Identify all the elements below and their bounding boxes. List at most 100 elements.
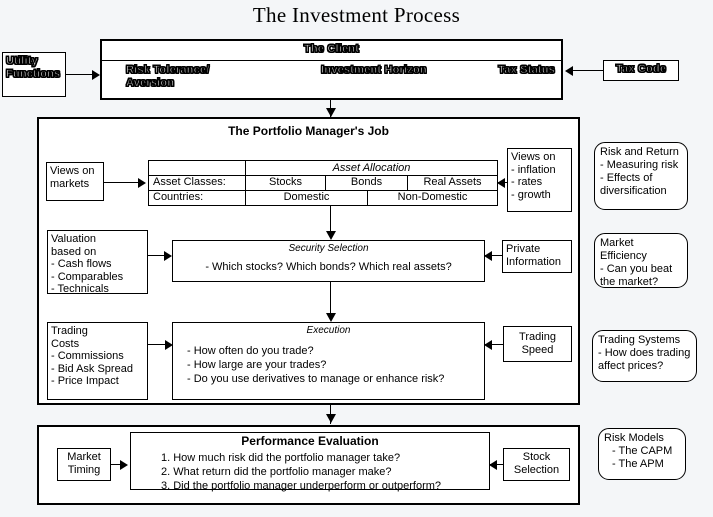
- tax-code-box[interactable]: Tax Code: [603, 60, 679, 81]
- side-topic-2-line-1: - How does trading: [598, 347, 691, 359]
- aa-vline-stocks-bonds: [325, 175, 326, 190]
- arrow-stock-to-performance: [489, 460, 497, 470]
- utility-functions-line1: Utility: [6, 55, 39, 68]
- side-topic-risk-models[interactable]: Risk Models - The CAPM - The APM: [598, 428, 686, 480]
- stock-selection-line-1: Stock: [522, 451, 551, 463]
- aa-vline-dom-nondom: [367, 190, 368, 205]
- client-risk-tolerance-line2: Aversion: [126, 76, 175, 89]
- client-heading: The Client: [303, 43, 360, 56]
- aa-row-1-cell-1: Stocks: [268, 176, 302, 188]
- tax-code-label: Tax Code: [615, 63, 667, 76]
- connector-taxcode-to-client: [572, 70, 604, 71]
- connector-views-to-aa: [104, 182, 138, 183]
- arrow-taxcode-to-client: [565, 66, 573, 76]
- arrow-security-to-execution: [326, 313, 336, 322]
- arrow-utility-to-client: [92, 70, 100, 80]
- market-timing-line-2: Timing: [67, 463, 101, 476]
- views-on-macro-line-4: - growth: [511, 188, 551, 201]
- trading-costs-line-3: - Commissions: [51, 350, 124, 362]
- private-information-line-2: Information: [506, 255, 562, 268]
- side-topic-1-line-2: the market?: [600, 276, 659, 288]
- side-topic-risk-and-return[interactable]: Risk and Return - Measuring risk - Effec…: [594, 142, 688, 210]
- arrow-views-to-aa: [138, 178, 146, 188]
- aa-row-1-cell-3: Real Assets: [423, 176, 482, 188]
- client-divider: [102, 60, 561, 61]
- execution-box[interactable]: Execution - How often do you trade? - Ho…: [172, 322, 485, 400]
- side-topic-3-line-2: - The APM: [612, 458, 664, 470]
- aa-row-1-label: Asset Classes:: [153, 176, 226, 188]
- market-timing-line-1: Market: [67, 451, 101, 463]
- side-topic-0-line-2: - Effects of: [600, 172, 653, 184]
- trading-costs-line-2: Costs: [51, 337, 80, 350]
- page-title: The Investment Process: [252, 3, 461, 27]
- arrow-aa-to-security: [326, 231, 336, 240]
- private-information-box[interactable]: Private Information: [502, 240, 572, 273]
- trading-costs-line-5: - Price Impact: [51, 375, 119, 387]
- side-topic-0-title: Risk and Return: [600, 146, 679, 158]
- performance-evaluation-box[interactable]: Performance Evaluation 1. How much risk …: [130, 432, 490, 492]
- security-selection-heading: Security Selection: [288, 243, 369, 254]
- client-investment-horizon: Investment Horizon: [321, 64, 427, 77]
- client-risk-tolerance-line1: Risk Tolerance/: [126, 64, 210, 77]
- side-topic-2-title: Trading Systems: [598, 334, 681, 346]
- arrow-client-to-pm: [326, 108, 336, 117]
- side-topic-3-line-1: - The CAPM: [612, 445, 673, 457]
- valuation-line-5: - Technicals: [51, 283, 109, 295]
- arrow-inflation-to-aa: [497, 178, 505, 188]
- execution-bullet-2: - How large are your trades?: [187, 358, 327, 371]
- aa-row-2-cell-2: Non-Domestic: [397, 191, 468, 203]
- connector-private-to-security: [485, 255, 502, 256]
- aa-row-2-label: Countries:: [153, 191, 204, 203]
- aa-vline-bonds-real: [407, 175, 408, 190]
- arrow-pm-to-performance: [326, 414, 336, 423]
- asset-allocation-table[interactable]: Asset Allocation Asset Classes: Stocks B…: [148, 160, 498, 206]
- side-topic-trading-systems[interactable]: Trading Systems - How does trading affec…: [592, 330, 697, 382]
- valuation-line-3: - Cash flows: [51, 258, 112, 270]
- connector-security-to-execution: [330, 282, 331, 315]
- arrow-private-to-security: [484, 251, 492, 261]
- market-timing-box[interactable]: Market Timing: [57, 448, 111, 481]
- side-topic-1-title: Market Efficiency: [600, 237, 647, 262]
- trading-speed-box[interactable]: Trading Speed: [503, 326, 572, 362]
- connector-timing-to-performance: [111, 464, 122, 465]
- client-box[interactable]: The Client Risk Tolerance/ Aversion Inve…: [100, 39, 563, 100]
- execution-bullet-3: - Do you use derivatives to manage or en…: [187, 372, 445, 385]
- performance-question-1: 1. How much risk did the portfolio manag…: [161, 451, 401, 464]
- connector-valuation-to-security: [148, 255, 165, 256]
- arrow-trading-to-execution: [165, 340, 173, 350]
- security-selection-box[interactable]: Security Selection - Which stocks? Which…: [172, 240, 485, 282]
- connector-trading-to-execution: [148, 344, 166, 345]
- connector-speed-to-execution: [485, 344, 503, 345]
- asset-allocation-heading: Asset Allocation: [332, 162, 411, 174]
- arrow-speed-to-execution: [484, 340, 492, 350]
- side-topic-market-efficiency[interactable]: Market Efficiency - Can you beat the mar…: [594, 233, 688, 288]
- trading-speed-line-1: Trading: [519, 331, 556, 343]
- arrow-valuation-to-security: [164, 251, 172, 261]
- trading-costs-box[interactable]: Trading Costs - Commissions - Bid Ask Sp…: [47, 322, 148, 400]
- execution-bullet-1: - How often do you trade?: [187, 344, 314, 357]
- security-selection-body: - Which stocks? Which bonds? Which real …: [205, 260, 452, 273]
- aa-divider-2: [149, 190, 497, 191]
- valuation-box[interactable]: Valuation based on - Cash flows - Compar…: [47, 230, 148, 295]
- views-on-markets-line1: Views on: [50, 165, 95, 177]
- valuation-line-2: based on: [51, 245, 97, 258]
- valuation-line-1: Valuation: [51, 233, 97, 245]
- aa-vline-label: [245, 161, 246, 205]
- views-on-markets-box[interactable]: Views on markets: [46, 162, 104, 201]
- side-topic-3-title: Risk Models: [604, 432, 664, 444]
- arrow-timing-to-performance: [120, 460, 128, 470]
- private-information-line-1: Private: [506, 243, 541, 255]
- utility-functions-box[interactable]: Utility Functions: [2, 52, 66, 97]
- connector-utility-to-client: [66, 74, 94, 75]
- views-on-macro-line-3: - rates: [511, 176, 543, 188]
- performance-question-3: 3. Did the portfolio manager underperfor…: [161, 479, 442, 492]
- aa-divider-1: [149, 175, 497, 176]
- views-on-macro-line-1: Views on: [511, 151, 556, 163]
- side-topic-0-line-1: - Measuring risk: [600, 159, 679, 171]
- stock-selection-box[interactable]: Stock Selection: [503, 448, 570, 481]
- views-on-macro-box[interactable]: Views on - inflation - rates - growth: [507, 148, 572, 212]
- client-tax-status: Tax Status: [498, 64, 556, 77]
- connector-aa-to-security: [330, 206, 331, 233]
- aa-row-2-cell-1: Domestic: [283, 191, 330, 203]
